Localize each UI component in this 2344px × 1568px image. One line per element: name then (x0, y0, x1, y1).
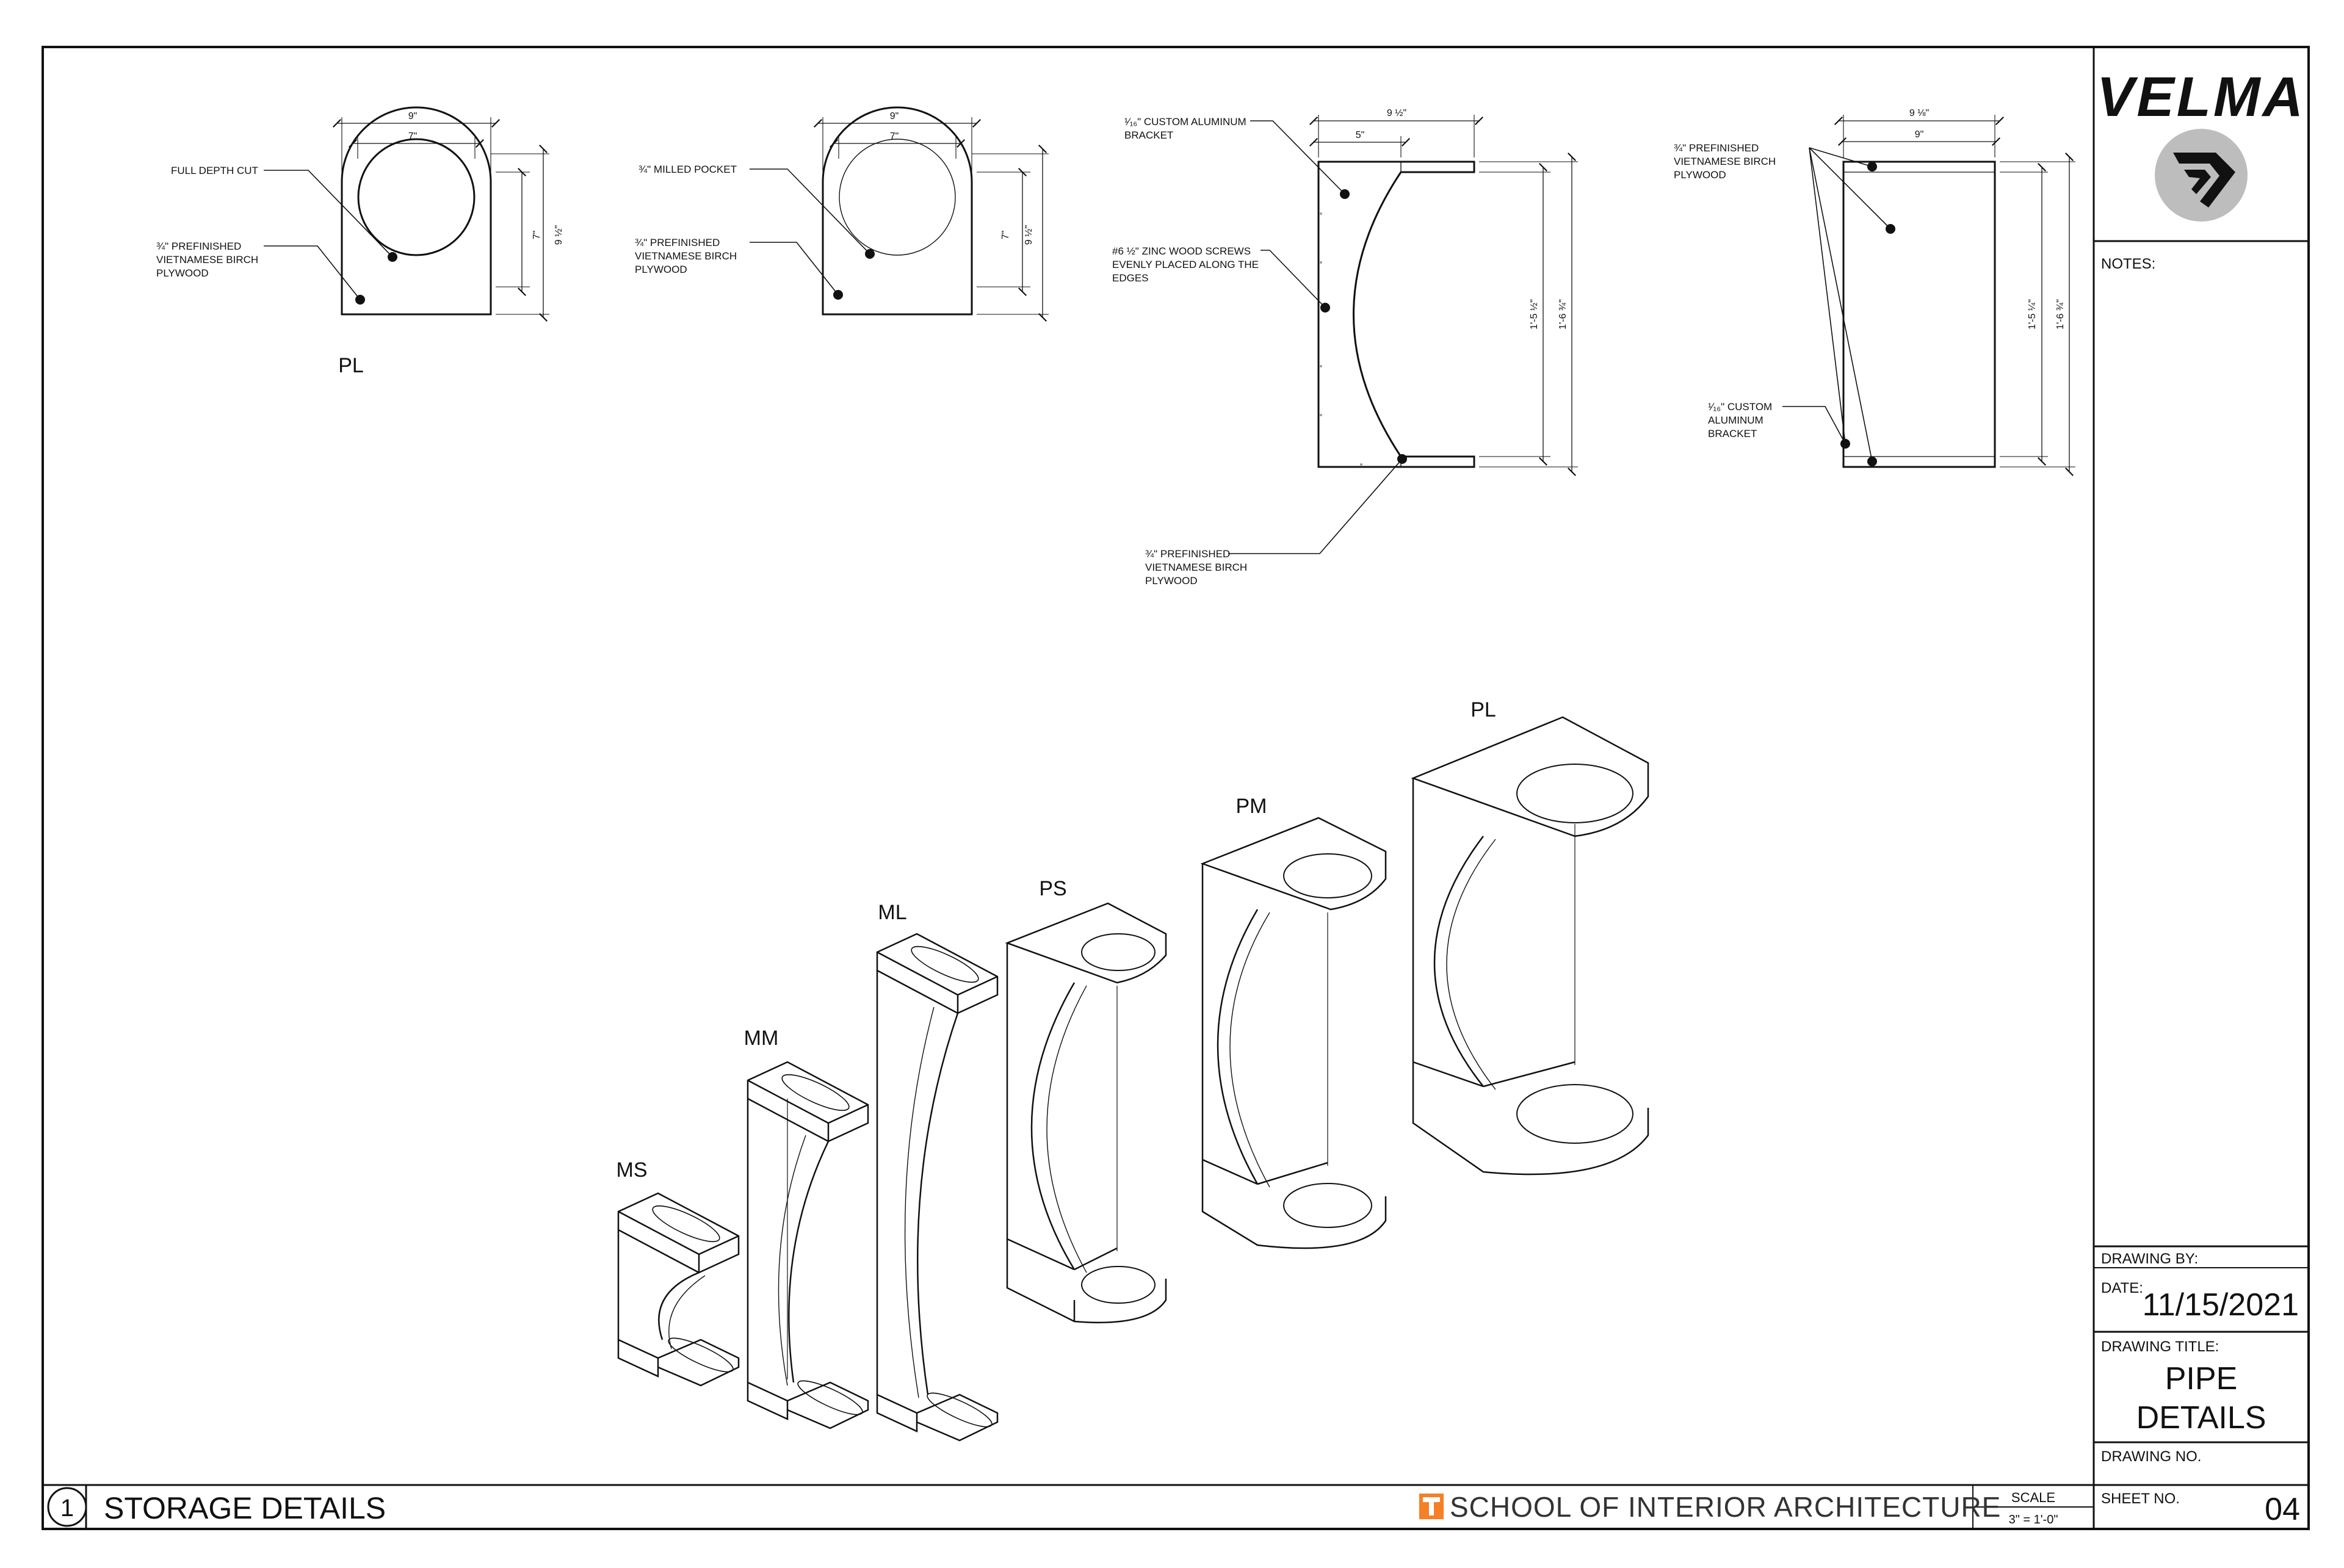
detail-1-plan: FULL DEPTH CUT ¾" PREFINISHED VIETNAMESE… (156, 106, 564, 377)
d3-note-screws-3: EDGES (1112, 272, 1149, 284)
d3-dim-h-inner: 1'-5 ½" (1529, 299, 1539, 330)
drawing-title-line-1: PIPE (2165, 1361, 2238, 1396)
d1-note-cut: FULL DEPTH CUT (171, 165, 258, 176)
d4-note-ply-3: PLYWOOD (1674, 169, 1726, 181)
drawing-by-label: DRAWING BY: (2101, 1251, 2198, 1267)
title-block: VELMA NOTES: DRAWING BY: DATE: 11/15/202… (2009, 66, 2309, 1527)
ut-t-logo-icon (1419, 1494, 1444, 1519)
iso-ps: PS (1005, 877, 1167, 1324)
d3-dim-w-inner: 5" (1356, 130, 1365, 140)
iso-ms: MS (617, 1158, 740, 1387)
drawing-title-line-2: DETAILS (2136, 1400, 2266, 1436)
d2-note-ply-3: PLYWOOD (635, 264, 687, 275)
d3-note-screws-2: EVENLY PLACED ALONG THE (1112, 259, 1259, 270)
iso-pl: PL (1411, 698, 1649, 1176)
detail-3-section: ¹⁄₁₆" CUSTOM ALUMINUM BRACKET #6 ½" ZINC… (1112, 108, 1578, 587)
detail-4-elevation: ¾" PREFINISHED VIETNAMESE BIRCH PLYWOOD … (1674, 108, 2075, 477)
d4-note-ply-1: ¾" PREFINISHED (1674, 142, 1759, 154)
d2-dim-h-inner: 7" (1000, 231, 1011, 240)
d4-dim-w-outer: 9 ⅛" (1909, 108, 1929, 118)
iso-ml: ML (876, 901, 999, 1442)
d3-note-ply-1: ¾" PREFINISHED (1145, 548, 1230, 560)
d2-note-pocket: ¾" MILLED POCKET (638, 164, 737, 175)
d3-note-bracket-1: ¹⁄₁₆" CUSTOM ALUMINUM (1124, 116, 1246, 128)
d2-dim-w-inner: 7" (890, 131, 899, 142)
scale-label: SCALE (2011, 1490, 2055, 1505)
d3-note-screws-1: #6 ½" ZINC WOOD SCREWS (1112, 245, 1251, 257)
sheet-no-value: 04 (2265, 1492, 2300, 1527)
d1-dim-h-inner: 7" (532, 231, 542, 240)
d3-dim-h-outer: 1'-6 ¾" (1558, 299, 1568, 330)
d4-note-bracket-2: ALUMINUM (1708, 414, 1763, 426)
view-number: 1 (60, 1495, 74, 1522)
d1-note-ply-1: ¾" PREFINISHED (156, 240, 241, 252)
d1-dim-w-outer: 9" (408, 111, 418, 121)
sheet-no-label: SHEET NO. (2101, 1490, 2180, 1507)
d3-note-ply-2: VIETNAMESE BIRCH (1145, 562, 1247, 573)
detail-2-plan: ¾" MILLED POCKET ¾" PREFINISHED VIETNAME… (635, 106, 1049, 322)
iso-pl-label: PL (1470, 698, 1496, 721)
brand-logo-icon (2155, 129, 2248, 222)
brand-wordmark: VELMA (2097, 66, 2306, 128)
iso-ml-label: ML (878, 901, 906, 924)
d4-dim-h-outer: 1'-6 ¾" (2055, 299, 2066, 330)
drawing-no-label: DRAWING NO. (2101, 1448, 2201, 1465)
d2-dim-w-outer: 9" (890, 111, 899, 121)
d2-note-ply-1: ¾" PREFINISHED (635, 237, 720, 248)
d1-dim-h-outer: 9 ½" (554, 225, 564, 245)
date-label: DATE: (2101, 1280, 2143, 1296)
school-name: SCHOOL OF INTERIOR ARCHITECTURE (1450, 1491, 2001, 1523)
iso-mm: MM (744, 1027, 869, 1429)
d4-note-bracket-1: ¹⁄₁₆" CUSTOM (1708, 401, 1772, 413)
d4-dim-w-inner: 9" (1915, 129, 1924, 140)
d1-label: PL (338, 354, 364, 377)
d1-note-ply-3: PLYWOOD (156, 267, 209, 279)
scale-value: 3" = 1'-0" (2009, 1513, 2058, 1526)
iso-mm-label: MM (744, 1027, 779, 1050)
d1-note-ply-2: VIETNAMESE BIRCH (156, 254, 258, 266)
iso-ms-label: MS (617, 1158, 648, 1182)
d3-note-bracket-2: BRACKET (1124, 129, 1173, 141)
drawing-title-label: DRAWING TITLE: (2101, 1339, 2219, 1355)
d2-note-ply-2: VIETNAMESE BIRCH (635, 250, 737, 262)
d4-dim-h-inner: 1'-5 ¼" (2027, 299, 2038, 330)
view-title: STORAGE DETAILS (104, 1491, 386, 1525)
d4-note-ply-2: VIETNAMESE BIRCH (1674, 156, 1776, 167)
iso-pm-label: PM (1236, 795, 1267, 818)
d1-dim-w-inner: 7" (408, 131, 418, 142)
d3-note-ply-3: PLYWOOD (1145, 575, 1198, 587)
sheet-border (42, 46, 2310, 1530)
footer: 1 STORAGE DETAILS SCHOOL OF INTERIOR ARC… (47, 1485, 2001, 1529)
d4-note-bracket-3: BRACKET (1708, 428, 1757, 439)
iso-ps-label: PS (1039, 877, 1066, 900)
notes-label: NOTES: (2101, 256, 2155, 272)
iso-pm: PM (1200, 795, 1387, 1249)
date-value: 11/15/2021 (2143, 1287, 2299, 1323)
d2-dim-h-outer: 9 ½" (1024, 225, 1034, 245)
d3-dim-w-outer: 9 ½" (1387, 108, 1406, 118)
